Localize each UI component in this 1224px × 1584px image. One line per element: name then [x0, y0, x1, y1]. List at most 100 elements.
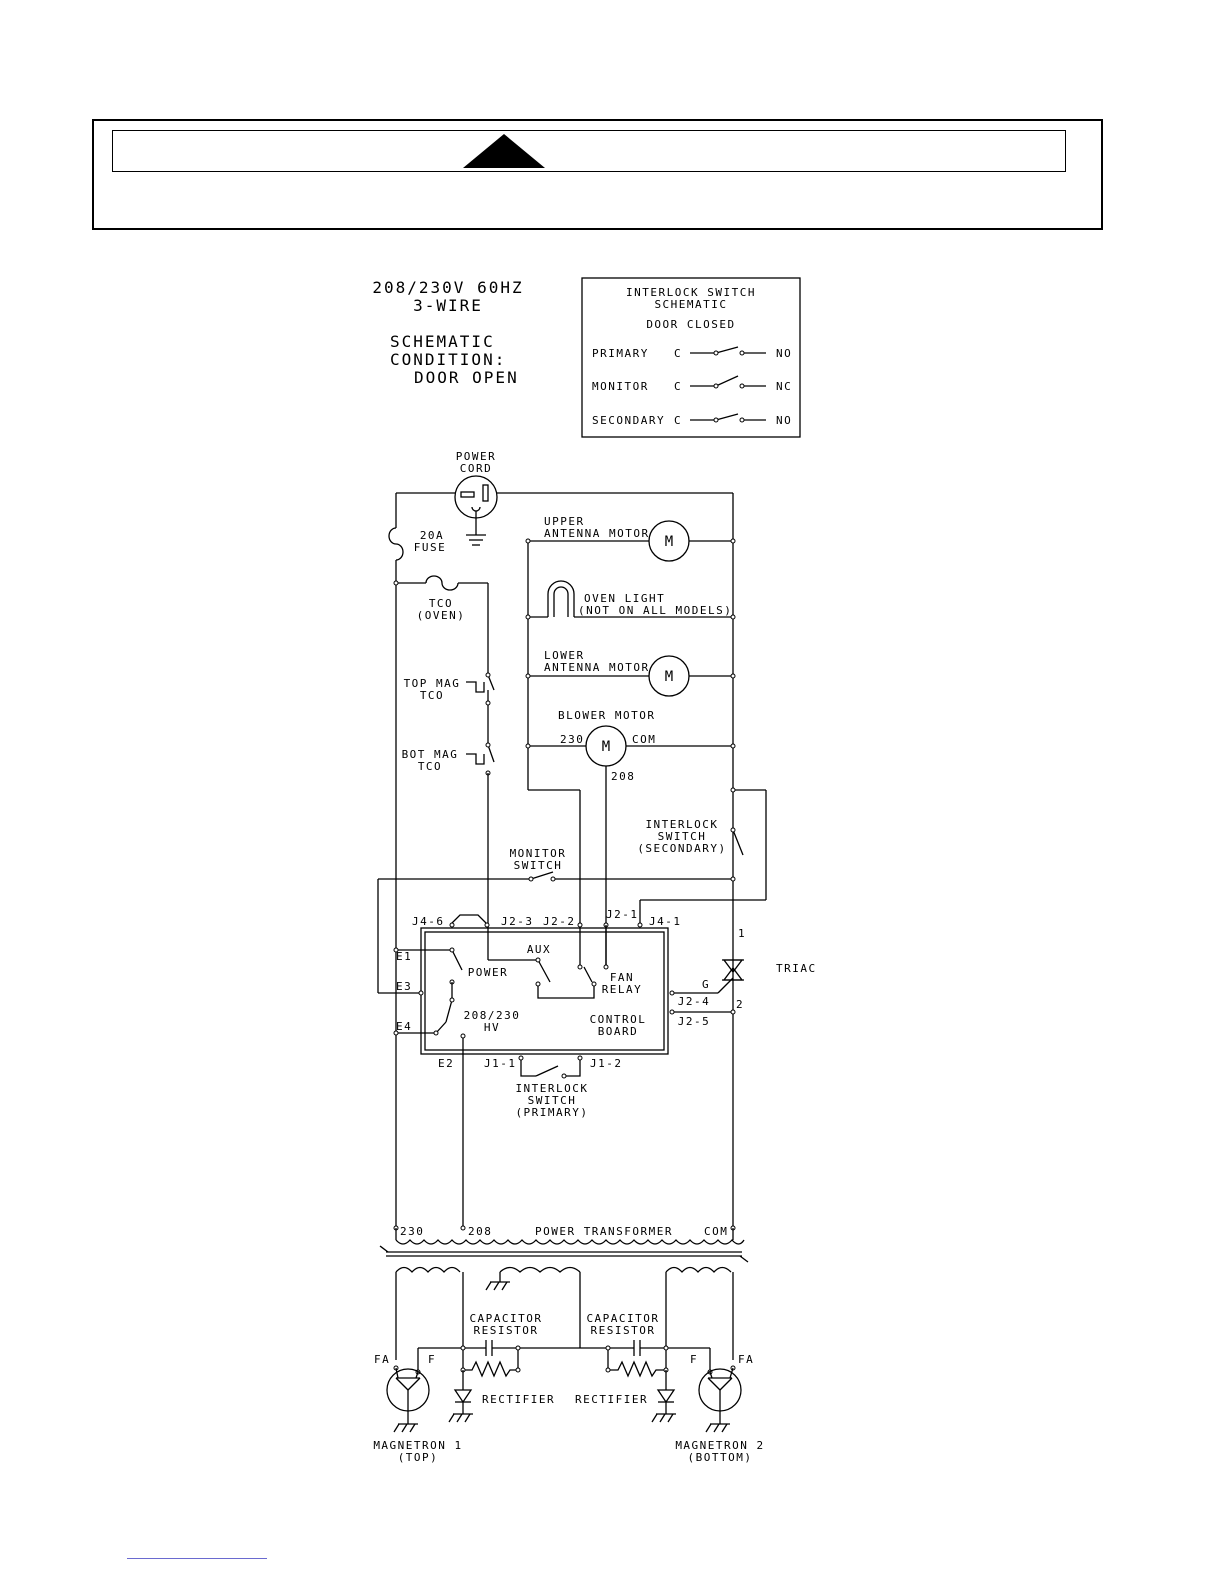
svg-text:SWITCH: SWITCH [658, 830, 707, 843]
svg-text:CAPACITOR: CAPACITOR [586, 1312, 659, 1325]
row-primary-c: C [674, 347, 682, 360]
svg-text:HV: HV [484, 1021, 500, 1034]
svg-text:E3: E3 [396, 980, 412, 993]
triac: TRIAC 1 2 [722, 927, 817, 1011]
tco-oven: TCO (OVEN) [396, 575, 488, 622]
svg-text:CORD: CORD [460, 462, 493, 475]
svg-text:20A: 20A [420, 529, 444, 542]
svg-text:208: 208 [468, 1225, 492, 1238]
svg-text:M: M [665, 534, 673, 550]
condition-line-1: SCHEMATIC [390, 332, 495, 351]
svg-text:LOWER: LOWER [544, 649, 585, 662]
interlock-switch-table: INTERLOCK SWITCH SCHEMATIC DOOR CLOSED P… [581, 277, 801, 438]
warning-header-bar [112, 130, 1066, 172]
svg-text:RECTIFIER: RECTIFIER [575, 1393, 648, 1406]
svg-text:E2: E2 [438, 1057, 454, 1070]
lower-antenna-motor: M LOWER ANTENNA MOTOR [528, 649, 733, 697]
svg-text:RELAY: RELAY [602, 983, 643, 996]
svg-text:(NOT ON ALL MODELS): (NOT ON ALL MODELS) [578, 604, 732, 617]
svg-text:COM: COM [632, 733, 656, 746]
svg-text:(OVEN): (OVEN) [417, 609, 466, 622]
svg-text:M: M [602, 739, 610, 755]
svg-text:E4: E4 [396, 1020, 412, 1033]
svg-text:J2-3: J2-3 [501, 915, 534, 928]
power-transformer: 230 208 POWER TRANSFORMER COM [379, 1225, 749, 1360]
row-secondary-name: SECONDARY [592, 414, 665, 427]
svg-text:UPPER: UPPER [544, 515, 585, 528]
row-monitor-contact: NC [776, 380, 792, 393]
bot-mag-tco: BOT MAG TCO [402, 742, 495, 776]
svg-text:FA: FA [374, 1353, 390, 1366]
interlock-switch-primary: INTERLOCK SWITCH (PRIMARY) [515, 1082, 587, 1119]
svg-text:J2-5: J2-5 [678, 1015, 711, 1028]
svg-text:AUX: AUX [527, 943, 551, 956]
svg-text:J1-2: J1-2 [590, 1057, 623, 1070]
svg-text:(BOTTOM): (BOTTOM) [688, 1451, 753, 1464]
svg-text:SWITCH: SWITCH [514, 859, 563, 872]
oven-light: OVEN LIGHT (NOT ON ALL MODELS) [528, 580, 733, 618]
rectifier-right: RECTIFIER [575, 1370, 676, 1423]
warning-triangle-icon [463, 134, 545, 168]
svg-text:FA: FA [738, 1353, 754, 1366]
svg-text:FUSE: FUSE [414, 541, 447, 554]
svg-text:FAN: FAN [610, 971, 634, 984]
fuse-20a: 20A FUSE [388, 493, 447, 1228]
interlock-switch-secondary: INTERLOCK SWITCH (SECONDARY) [637, 787, 767, 923]
svg-text:MONITOR: MONITOR [510, 847, 567, 860]
footer-rule [127, 1558, 267, 1559]
svg-text:TRIAC: TRIAC [776, 962, 817, 975]
blower-motor: BLOWER MOTOR M 230 COM 208 [528, 709, 733, 967]
svg-text:OVEN LIGHT: OVEN LIGHT [584, 592, 665, 605]
svg-text:TCO: TCO [420, 689, 444, 702]
svg-text:ANTENNA MOTOR: ANTENNA MOTOR [544, 661, 650, 674]
control-board: J4-6 J2-3 J2-2 J2-1 J4-1 E1 E3 E4 E2 AUX… [393, 908, 736, 1228]
svg-text:J2-4: J2-4 [678, 995, 711, 1008]
monitor-switch: MONITOR SWITCH [377, 847, 736, 994]
svg-text:RESISTOR: RESISTOR [474, 1324, 539, 1337]
svg-text:TCO: TCO [429, 597, 453, 610]
svg-text:TCO: TCO [418, 760, 442, 773]
svg-text:(TOP): (TOP) [398, 1451, 439, 1464]
svg-text:MAGNETRON 2: MAGNETRON 2 [675, 1439, 764, 1452]
svg-text:BOT MAG: BOT MAG [402, 748, 459, 761]
supply-line-1: 208/230V 60HZ [372, 278, 523, 297]
svg-text:RECTIFIER: RECTIFIER [482, 1393, 555, 1406]
table-title-2: SCHEMATIC [654, 298, 727, 311]
svg-text:BOARD: BOARD [598, 1025, 639, 1038]
row-primary-contact: NO [776, 347, 792, 360]
svg-text:M: M [665, 669, 673, 685]
svg-text:J1-1: J1-1 [484, 1057, 517, 1070]
top-mag-tco: TOP MAG TCO [404, 672, 495, 745]
svg-text:POWER: POWER [468, 966, 509, 979]
magnetron-2: F FA MAGNETRON 2 (BOTTOM) [675, 1353, 764, 1464]
svg-text:F: F [690, 1353, 698, 1366]
warning-box [92, 119, 1103, 230]
row-monitor-name: MONITOR [592, 380, 649, 393]
magnetron-1: FA F MAGNETRON 1 (TOP) [373, 1353, 462, 1464]
row-monitor-c: C [674, 380, 682, 393]
svg-text:J4-6: J4-6 [412, 915, 445, 928]
svg-text:208: 208 [611, 770, 635, 783]
svg-text:E1: E1 [396, 950, 412, 963]
condition-line-2: CONDITION: [390, 350, 506, 369]
svg-text:J2-2: J2-2 [543, 915, 576, 928]
capacitor-resistor-left: CAPACITOR RESISTOR [417, 1312, 608, 1378]
svg-text:RESISTOR: RESISTOR [591, 1324, 656, 1337]
svg-text:2: 2 [736, 998, 744, 1011]
condition-line-3: DOOR OPEN [414, 368, 519, 387]
svg-text:CAPACITOR: CAPACITOR [469, 1312, 542, 1325]
svg-text:1: 1 [738, 927, 746, 940]
row-secondary-c: C [674, 414, 682, 427]
rectifier-left: RECTIFIER [448, 1370, 555, 1423]
row-secondary-contact: NO [776, 414, 792, 427]
svg-text:J2-1: J2-1 [606, 908, 639, 921]
svg-text:SWITCH: SWITCH [528, 1094, 577, 1107]
svg-text:TOP MAG: TOP MAG [404, 677, 461, 690]
svg-text:MAGNETRON 1: MAGNETRON 1 [373, 1439, 462, 1452]
svg-text:230: 230 [400, 1225, 424, 1238]
table-title-1: INTERLOCK SWITCH [626, 286, 756, 299]
upper-antenna-motor: M UPPER ANTENNA MOTOR [528, 515, 733, 562]
svg-text:J4-1: J4-1 [649, 915, 682, 928]
svg-text:POWER: POWER [456, 450, 497, 463]
